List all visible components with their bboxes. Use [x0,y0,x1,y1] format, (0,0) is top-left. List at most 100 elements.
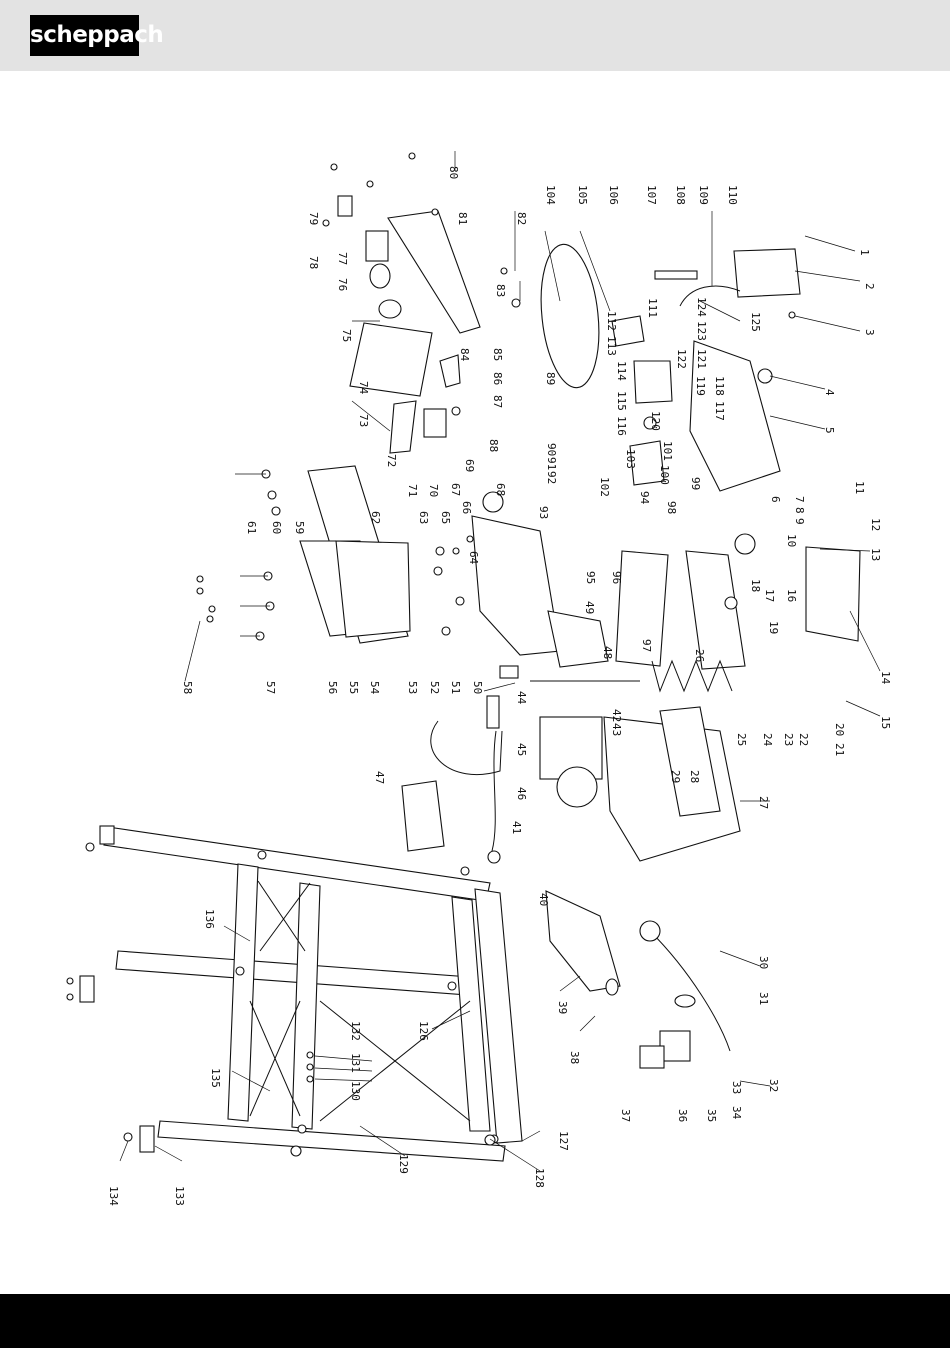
part-label: 13 [869,548,882,561]
part-label: 43 [610,723,623,736]
part-label: 108 [674,185,687,205]
part-label: 77 [336,252,349,265]
part-label: 2 [863,283,876,290]
part-label: 104 [544,185,557,205]
part-label: 51 [449,681,462,694]
part-label: 97 [640,639,653,652]
part-label: 102 [598,477,611,497]
part-label: 10 [785,534,798,547]
part-label: 66 [460,501,473,514]
part-label: 5 [823,427,836,434]
part-label: 52 [428,681,441,694]
part-label: 92 [545,471,558,484]
part-label: 87 [491,395,504,408]
header-bar: scheppach [0,0,950,71]
part-label: 31 [757,992,770,1005]
part-label: 8 [793,507,806,514]
part-label: 17 [763,589,776,602]
footer-bar [0,1294,950,1348]
part-label: 59 [293,521,306,534]
part-label: 25 [735,733,748,746]
part-label: 14 [879,671,892,685]
part-label: 135 [209,1068,222,1088]
part-label: 11 [853,481,866,494]
part-label: 19 [767,621,780,634]
part-label: 82 [515,212,528,225]
part-label: 122 [675,349,688,369]
part-label: 65 [439,511,452,524]
motor-assembly [401,695,603,864]
part-label: 33 [730,1081,743,1094]
upper-left-components [322,152,521,454]
part-label: 106 [607,185,620,205]
part-label: 109 [697,185,710,205]
part-label: 47 [373,771,386,784]
part-label: 115 [615,391,628,411]
part-label: 28 [688,770,701,783]
part-label: 128 [533,1168,546,1188]
part-label: 46 [515,787,528,800]
part-label: 81 [456,212,469,225]
part-label: 130 [349,1081,362,1101]
part-label: 12 [869,518,882,531]
part-label: 90 [545,443,558,456]
part-label: 119 [694,376,707,396]
part-label: 48 [601,646,614,659]
part-label: 76 [336,278,349,291]
part-label: 55 [347,681,360,694]
part-label: 101 [661,441,674,461]
part-label: 116 [615,416,628,436]
part-label: 100 [658,465,671,485]
part-label: 93 [537,506,550,519]
part-label: 132 [349,1021,362,1041]
part-label: 37 [619,1109,632,1122]
part-number-labels: 1 2 3 4 5 6 7 8 9 10 11 12 13 14 15 16 1… [107,166,892,1206]
exploded-drawing [66,151,881,1172]
part-label: 94 [638,491,651,505]
part-label: 125 [749,312,762,332]
part-label: 117 [713,401,726,421]
leader-lines [119,151,881,1172]
part-label: 70 [427,484,440,497]
bolt-row [196,469,474,641]
part-label: 91 [545,457,558,470]
part-label: 16 [785,589,798,602]
part-label: 67 [449,483,462,496]
part-label: 61 [245,521,258,534]
part-label: 110 [726,185,739,205]
part-label: 9 [793,518,806,525]
part-label: 80 [447,166,460,179]
part-label: 56 [326,681,339,694]
part-label: 120 [649,411,662,431]
part-label: 88 [487,439,500,452]
part-label: 32 [767,1079,780,1092]
part-label: 111 [646,298,659,318]
part-label: 85 [491,348,504,361]
exploded-parts-diagram: 1 2 3 4 5 6 7 8 9 10 11 12 13 14 15 16 1… [66,151,892,1206]
part-label: 45 [515,743,528,756]
part-label: 124 [695,297,708,317]
part-label: 98 [665,501,678,514]
part-label: 118 [713,376,726,396]
part-label: 114 [615,361,628,381]
part-label: 113 [605,336,618,356]
part-label: 64 [467,551,480,565]
part-label: 29 [669,770,682,783]
part-label: 63 [417,511,430,524]
part-label: 107 [645,185,658,205]
part-label: 75 [340,329,353,342]
part-label: 103 [624,449,637,469]
part-label: 79 [307,212,320,225]
stand-frame [66,825,523,1162]
part-label: 127 [557,1131,570,1151]
part-label: 121 [695,349,708,369]
part-label: 54 [368,681,381,695]
part-label: 74 [357,381,370,395]
part-label: 95 [584,571,597,584]
part-label: 78 [307,256,320,269]
part-label: 26 [693,649,706,662]
part-label: 36 [676,1109,689,1122]
part-label: 58 [181,681,194,694]
part-label: 60 [270,521,283,534]
part-label: 131 [349,1053,362,1073]
